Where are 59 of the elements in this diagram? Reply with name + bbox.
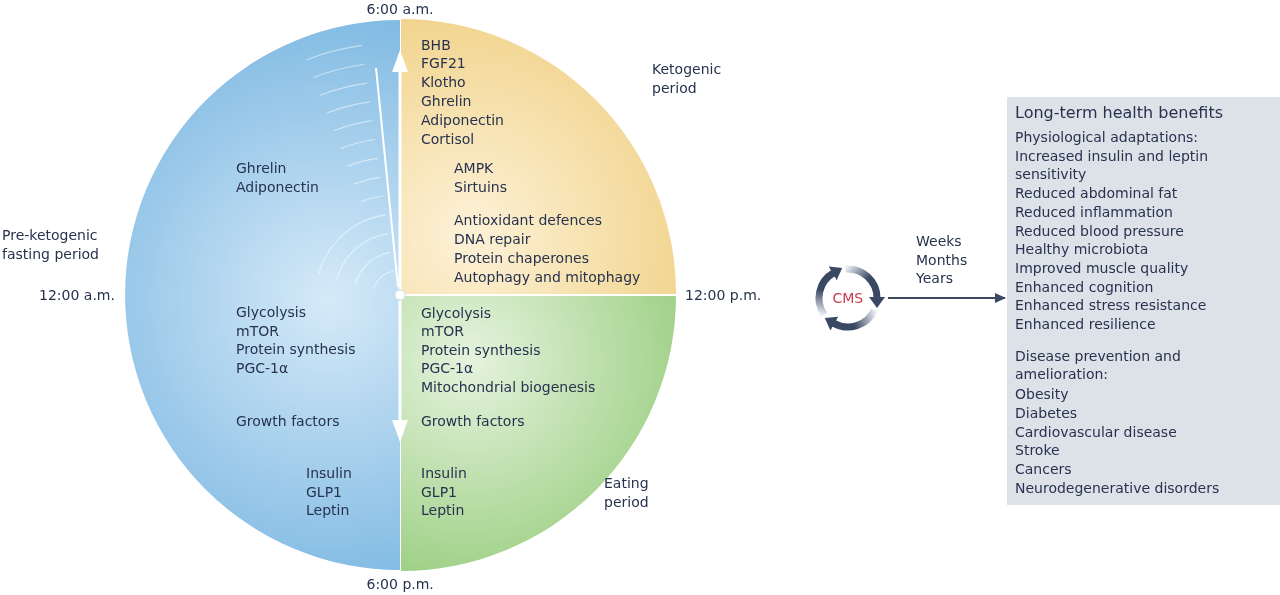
factor-label: Growth factors [421, 412, 525, 431]
factor-label: Glycolysis [421, 304, 491, 323]
list-item: Stroke [1015, 441, 1061, 460]
list-item: Cancers [1015, 459, 1073, 479]
factor-label: Cortisol [421, 130, 475, 149]
factor-label: Adiponectin [236, 178, 319, 197]
factor-label: Ghrelin [421, 92, 472, 111]
factor-label: PGC-1α [421, 359, 474, 378]
time-label: 12:00 p.m. [685, 286, 762, 305]
time-label: 6:00 p.m. [366, 575, 434, 594]
factor-label: mTOR [421, 322, 464, 341]
factor-label: GLP1 [421, 483, 457, 502]
period-label: Eating period [604, 474, 649, 512]
factor-label: Protein synthesis [421, 341, 541, 360]
factor-label: Growth factors [236, 412, 340, 431]
list-item: Reduced abdominal fat [1015, 184, 1179, 203]
section-heading: Physiological adaptations: [1015, 128, 1200, 147]
factor-label: Antioxidant defences [454, 211, 602, 230]
factor-label: Klotho [421, 73, 466, 92]
factor-label: BHB [421, 36, 451, 55]
factor-label: Autophagy and mitophagy [454, 268, 641, 287]
factor-label: Leptin [421, 501, 465, 520]
benefits-panel [1007, 97, 1280, 506]
factor-label: Mitochondrial biogenesis [421, 378, 596, 397]
list-item: Reduced blood pressure [1015, 221, 1185, 241]
factor-label: Insulin [306, 464, 352, 483]
factor-label: Ghrelin [236, 159, 287, 178]
factor-label: DNA repair [454, 230, 531, 249]
time-label: 6:00 a.m. [366, 0, 434, 19]
factor-label: Glycolysis [236, 303, 306, 322]
panel-title: Long-term health benefits [1015, 102, 1224, 123]
period-label: Pre-ketogenic fasting period [2, 226, 100, 264]
list-item: Diabetes [1015, 403, 1079, 423]
list-item: Healthy microbiota [1015, 240, 1150, 259]
list-item: Improved muscle quality [1015, 258, 1190, 278]
factor-label: FGF21 [421, 54, 466, 73]
list-item: Obesity [1015, 385, 1070, 404]
factor-label: Leptin [306, 501, 350, 520]
factor-label: Protein synthesis [236, 340, 356, 359]
factor-label: AMPK [454, 159, 494, 178]
list-item: Cardiovascular disease [1015, 422, 1178, 442]
list-item: Enhanced cognition [1015, 277, 1155, 297]
arrow [887, 293, 1006, 303]
period-label: Ketogenic period [652, 60, 722, 98]
list-item: Enhanced resilience [1015, 315, 1157, 334]
node-label: CMS [832, 288, 864, 308]
factor-label: PGC-1α [236, 359, 289, 378]
factor-label: Adiponectin [421, 111, 504, 130]
factor-label: Sirtuins [454, 178, 507, 197]
factor-label: GLP1 [306, 483, 342, 502]
factor-label: Insulin [421, 464, 467, 483]
time-label: 12:00 a.m. [39, 286, 115, 305]
list-item: Increased insulin and leptin sensitivity [1015, 146, 1210, 185]
list-item: Reduced inflammation [1015, 202, 1174, 222]
list-item: Neurodegenerative disorders [1015, 478, 1221, 498]
section-heading: Disease prevention and amelioration: [1015, 346, 1182, 385]
factor-label: mTOR [236, 322, 279, 341]
factor-label: Protein chaperones [454, 249, 589, 268]
list-item: Enhanced stress resistance [1015, 296, 1208, 316]
